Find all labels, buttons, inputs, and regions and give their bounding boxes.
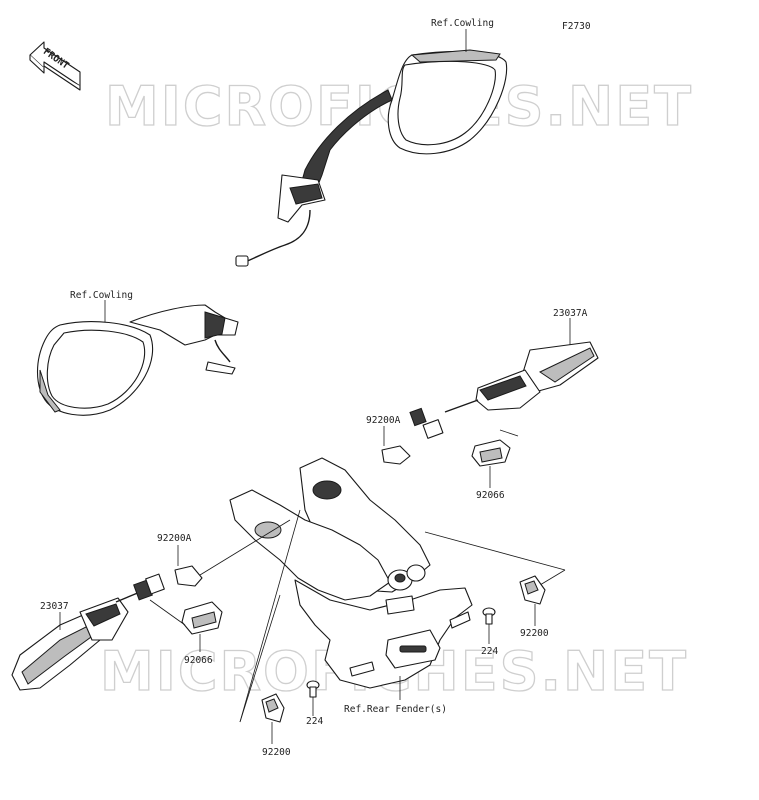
label-23037: 23037	[40, 601, 69, 612]
part-92066-right	[471, 439, 511, 467]
label-224-right: 224	[481, 646, 498, 657]
turn-signal-right	[409, 341, 599, 439]
label-92066-right: 92066	[476, 490, 505, 501]
label-92066-left: 92066	[184, 655, 213, 666]
label-224-bottom: 224	[306, 716, 323, 727]
front-arrow-icon: FRONT	[29, 41, 81, 91]
part-92200-right	[519, 575, 546, 605]
rear-fender-bracket	[229, 457, 473, 689]
part-92066-left	[181, 601, 223, 635]
mirror-left	[37, 304, 239, 416]
figure-code: F2730	[562, 21, 591, 32]
label-ref-cowling-top: Ref.Cowling	[431, 18, 494, 29]
label-92200-right: 92200	[520, 628, 549, 639]
mirror-top	[235, 49, 508, 267]
label-92200A-left: 92200A	[157, 533, 192, 544]
turn-signal-left	[11, 573, 165, 691]
part-92200-bottom	[261, 693, 285, 723]
label-23037A: 23037A	[553, 308, 588, 319]
part-92200A-left	[174, 565, 203, 587]
label-92200-bottom: 92200	[262, 747, 291, 758]
label-ref-cowling-left: Ref.Cowling	[70, 290, 133, 301]
part-92200A-top	[381, 445, 411, 465]
screw-224-right	[482, 607, 496, 625]
label-ref-rear-fender: Ref.Rear Fender(s)	[344, 704, 447, 715]
label-92200A-top: 92200A	[366, 415, 401, 426]
